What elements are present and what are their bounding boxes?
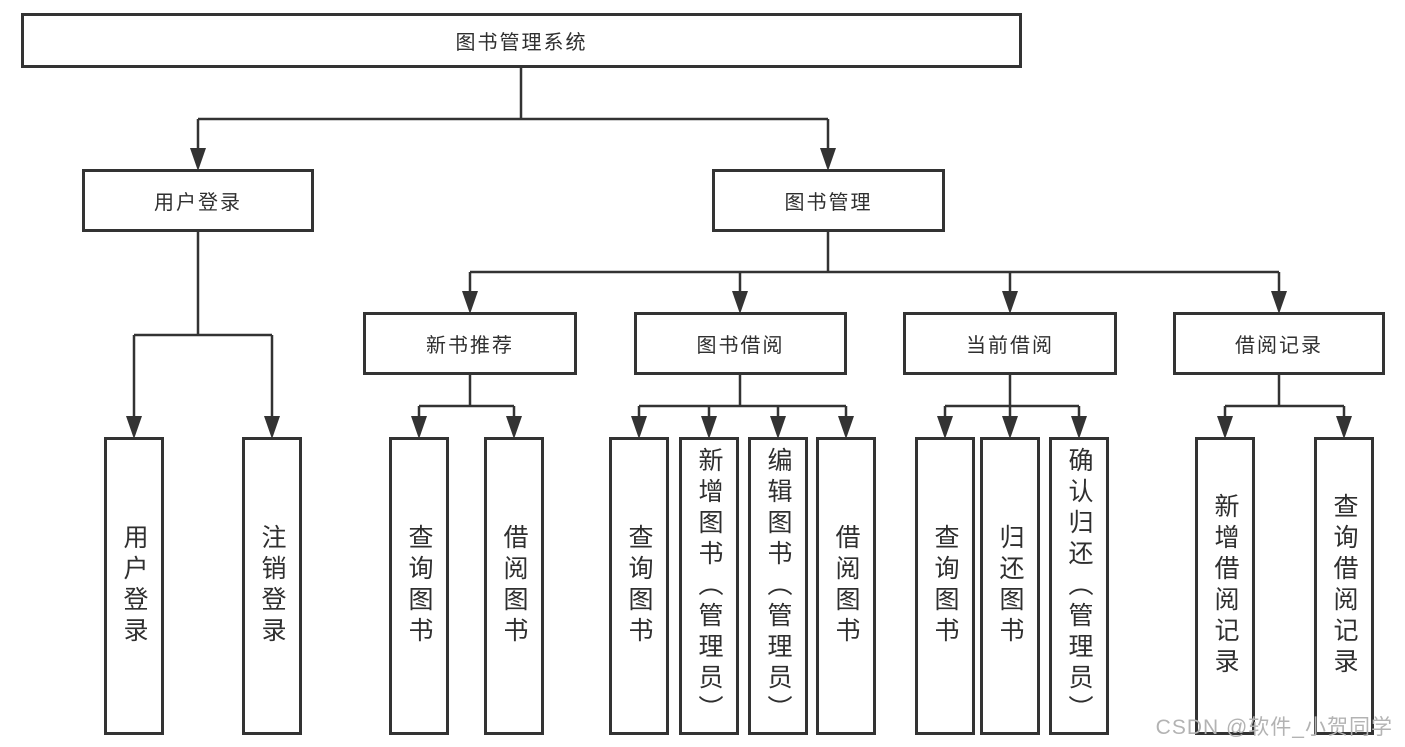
leaf-edit-book-admin: 编辑图书（管理员）	[748, 437, 808, 735]
leaf-add-borrow-record: 新增借阅记录	[1195, 437, 1255, 735]
connector-new-book-to-leaves	[417, 375, 516, 433]
arrow-down-icon	[838, 416, 854, 439]
leaf-user-login: 用户登录	[104, 437, 164, 735]
arrow-down-icon	[937, 416, 953, 439]
connector-user-login-to-leaves	[132, 232, 274, 433]
arrow-down-icon	[1271, 291, 1287, 314]
leaf-confirm-return-admin: 确认归还（管理员）	[1049, 437, 1109, 735]
leaf-add-book-admin: 新增图书（管理员）	[679, 437, 739, 735]
arrow-down-icon	[820, 148, 836, 171]
node-book-borrow: 图书借阅	[634, 312, 847, 375]
arrow-down-icon	[1336, 416, 1352, 439]
arrow-down-icon	[264, 416, 280, 439]
leaf-return-book: 归还图书	[980, 437, 1040, 735]
connector-book-borrow-to-leaves	[637, 375, 848, 433]
arrowheads	[126, 148, 1352, 439]
arrow-down-icon	[631, 416, 647, 439]
node-borrow-records: 借阅记录	[1173, 312, 1385, 375]
leaf-borrow-books: 借阅图书	[816, 437, 876, 735]
leaf-query-books-recommend: 查询图书	[389, 437, 449, 735]
node-new-book-recommend: 新书推荐	[363, 312, 577, 375]
arrow-down-icon	[1002, 291, 1018, 314]
arrow-down-icon	[1002, 416, 1018, 439]
arrow-down-icon	[701, 416, 717, 439]
leaf-query-books-current: 查询图书	[915, 437, 975, 735]
arrow-down-icon	[462, 291, 478, 314]
leaf-borrow-books-recommend: 借阅图书	[484, 437, 544, 735]
arrow-down-icon	[732, 291, 748, 314]
arrow-down-icon	[190, 148, 206, 171]
arrow-down-icon	[1217, 416, 1233, 439]
node-user-login: 用户登录	[82, 169, 314, 232]
arrow-down-icon	[126, 416, 142, 439]
connector-book-mgmt-to-level3	[468, 232, 1281, 308]
node-root-library-system: 图书管理系统	[21, 13, 1022, 68]
node-book-management: 图书管理	[712, 169, 945, 232]
leaf-logout-login: 注销登录	[242, 437, 302, 735]
connector-borrow-records-to-leaves	[1223, 375, 1346, 433]
connector-root-to-level2	[196, 68, 830, 165]
node-current-borrow: 当前借阅	[903, 312, 1117, 375]
leaf-query-books-borrow: 查询图书	[609, 437, 669, 735]
arrow-down-icon	[1071, 416, 1087, 439]
arrow-down-icon	[411, 416, 427, 439]
arrow-down-icon	[506, 416, 522, 439]
arrow-down-icon	[770, 416, 786, 439]
watermark: CSDN @软件_小贺同学	[1155, 716, 1393, 739]
leaf-query-borrow-record: 查询借阅记录	[1314, 437, 1374, 735]
